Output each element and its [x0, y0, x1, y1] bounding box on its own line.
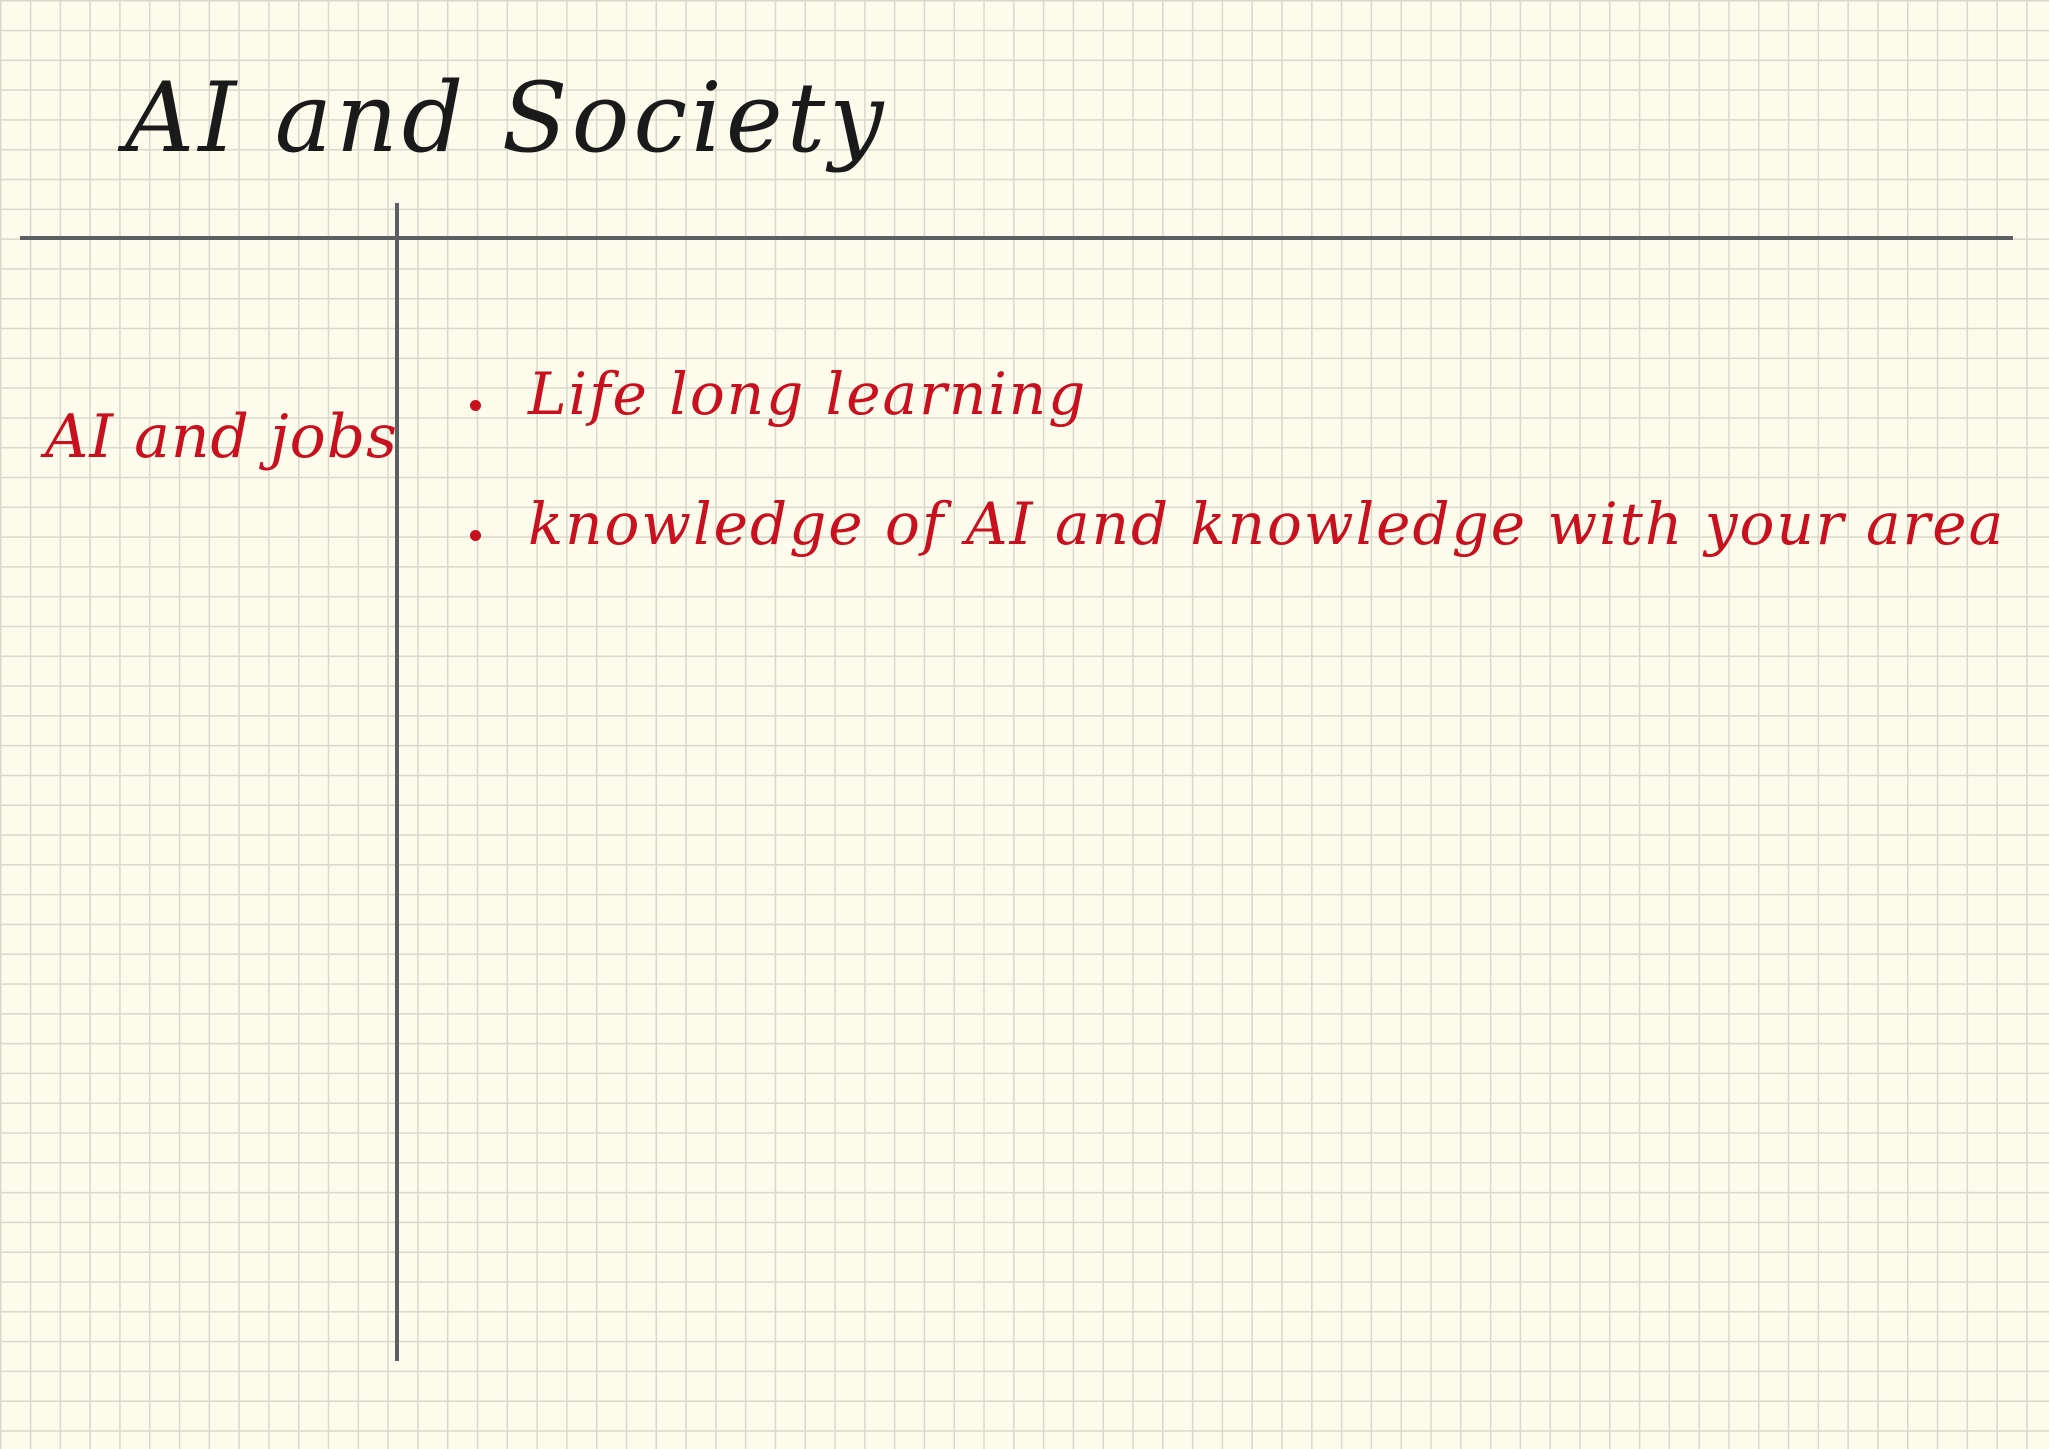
bullet-icon: [470, 400, 481, 411]
page-title: AI and Society: [125, 62, 888, 174]
title-divider-line: [20, 236, 2013, 240]
cue-column-divider-line: [395, 203, 399, 1361]
bullet-icon: [470, 530, 481, 541]
note-text: Life long learning: [528, 360, 1088, 428]
note-text: knowledge of AI and knowledge with your …: [528, 490, 2006, 558]
cue-label: AI and jobs: [45, 402, 398, 472]
